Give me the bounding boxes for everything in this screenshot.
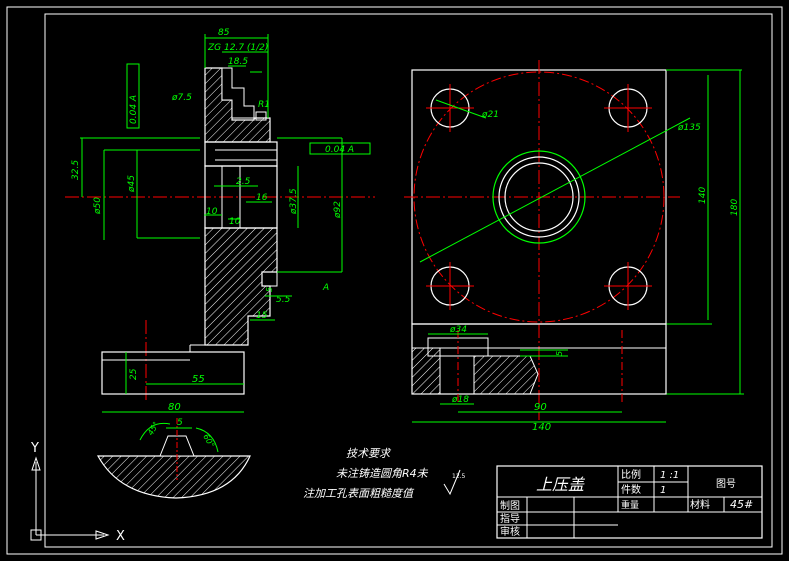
qty-value: 1 bbox=[660, 485, 666, 496]
datum-a: A bbox=[322, 283, 329, 293]
dim-90: 90 bbox=[534, 402, 547, 413]
right-dim-lines bbox=[666, 69, 744, 395]
detail-dim-5: 5 bbox=[177, 418, 183, 428]
boss-inner bbox=[504, 162, 574, 232]
dim-5-right: 5 bbox=[555, 351, 564, 356]
detail-arc-1 bbox=[139, 422, 171, 441]
boss-outer bbox=[492, 150, 586, 244]
dim-34: ø34 bbox=[449, 325, 467, 335]
ucs-y-label: Y bbox=[30, 441, 39, 456]
front-dim-lines bbox=[412, 333, 666, 423]
middle-band bbox=[204, 141, 278, 167]
title-block: 上压盖 比例 1 :1 件数 1 图号 重量 材料 45# 制图 指导 审核 bbox=[496, 465, 763, 539]
dim-10a: 10 bbox=[206, 207, 218, 217]
leader-135 bbox=[419, 117, 691, 263]
dim-140-w: 140 bbox=[532, 422, 551, 433]
scale-label: 比例 bbox=[621, 468, 641, 481]
left-section-view: 0.04 A 0.04 A 85 ZG 12.7 (1/2) 18.5 ø7.5… bbox=[65, 28, 375, 413]
dim-r1: R1 bbox=[258, 100, 270, 110]
part-name: 上压盖 bbox=[536, 475, 586, 494]
boss-mid bbox=[498, 156, 580, 238]
base-plate bbox=[101, 351, 245, 395]
review-label: 审核 bbox=[500, 525, 520, 538]
left-dim-lines bbox=[80, 34, 343, 413]
dim-18-5: 18.5 bbox=[228, 57, 248, 67]
weight-label: 重量 bbox=[621, 499, 639, 511]
dim-16: 16 bbox=[256, 193, 268, 203]
dim-92: ø92 bbox=[333, 201, 343, 219]
upper-flange-top bbox=[221, 67, 255, 119]
dim-2-5: 2.5 bbox=[236, 177, 251, 187]
notes-line2: 注加工孔表面粗糙度值 bbox=[303, 487, 415, 500]
drawing-border-outer bbox=[6, 6, 783, 555]
dim-5: 5 bbox=[265, 287, 274, 292]
roughness-value: 12.5 bbox=[452, 473, 466, 480]
dim-10b: 10 bbox=[229, 217, 241, 227]
ucs-x-label: X bbox=[116, 529, 125, 544]
dim-32-5: 32.5 bbox=[71, 160, 81, 180]
dim-80: 80 bbox=[168, 402, 181, 413]
material-label: 材料 bbox=[690, 498, 710, 511]
dim-5-5: 5.5 bbox=[276, 295, 291, 305]
tolerance-2-text: 0.04 A bbox=[325, 145, 354, 155]
dim-37-5: ø37.5 bbox=[289, 188, 299, 215]
bolt-circle bbox=[413, 71, 665, 323]
dim-50: ø50 bbox=[93, 197, 103, 215]
bolt-hole-centerlines bbox=[426, 84, 652, 310]
drawing-border-inner bbox=[44, 13, 773, 548]
scale-value: 1 :1 bbox=[660, 470, 679, 481]
dim-180: 180 bbox=[730, 199, 740, 216]
dim-7-5: ø7.5 bbox=[171, 93, 192, 103]
dim-55: 55 bbox=[192, 374, 205, 385]
leader-21 bbox=[435, 99, 487, 119]
front-hatch-mid bbox=[473, 355, 539, 395]
detail-view: 45° 5 60° bbox=[96, 418, 251, 499]
roughness-symbol bbox=[443, 469, 461, 496]
dim-135: ø135 bbox=[677, 123, 701, 133]
dim-zg: ZG 12.7 (1/2) bbox=[207, 43, 268, 53]
detail-section bbox=[96, 455, 251, 499]
right-top-view: ø21 ø135 140 180 bbox=[404, 60, 744, 420]
front-hatch-left bbox=[411, 347, 441, 395]
ucs-icon bbox=[30, 456, 110, 541]
dim-45: ø45 bbox=[127, 175, 137, 193]
dim-85: 85 bbox=[218, 28, 230, 38]
technical-notes: 技术要求 未注铸造圆角R4未 注加工孔表面粗糙度值 12.5 bbox=[303, 447, 466, 500]
dim-18: ø18 bbox=[451, 395, 469, 405]
guide-label: 指导 bbox=[500, 512, 520, 525]
material-value: 45# bbox=[730, 498, 753, 511]
right-front-section: ø34 5 ø18 90 140 bbox=[411, 323, 667, 433]
qty-label: 件数 bbox=[621, 483, 641, 496]
drawing-no-label: 图号 bbox=[716, 478, 736, 490]
detail-angle-45: 45° bbox=[146, 420, 161, 437]
dim-25: 25 bbox=[129, 368, 139, 380]
tolerance-frame-2: 0.04 A bbox=[309, 142, 371, 155]
lower-step bbox=[261, 271, 278, 287]
tolerance-frame-1: 0.04 A bbox=[126, 63, 140, 129]
groove bbox=[255, 111, 267, 121]
tolerance-1-text: 0.04 A bbox=[129, 95, 139, 124]
dim-140-h: 140 bbox=[698, 187, 708, 204]
drawn-label: 制图 bbox=[500, 499, 520, 512]
detail-angle-60: 60° bbox=[201, 433, 216, 450]
dim-15: 15 bbox=[256, 311, 268, 321]
notes-title: 技术要求 bbox=[346, 447, 392, 460]
notes-line1: 未注铸造圆角R4未 bbox=[336, 467, 429, 480]
dim-21: ø21 bbox=[481, 110, 499, 120]
detail-arc-2 bbox=[195, 427, 219, 453]
